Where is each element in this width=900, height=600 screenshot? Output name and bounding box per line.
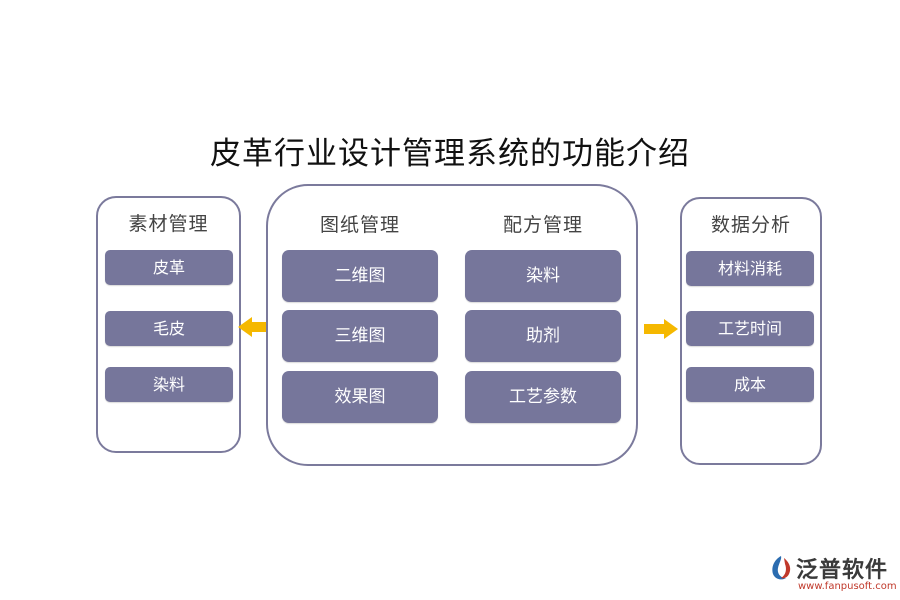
formula-heading: 配方管理: [502, 214, 583, 236]
analysis-item-material-consumption: 材料消耗: [686, 251, 814, 286]
drawing-item-3d: 三维图: [282, 310, 438, 362]
formula-item-dye: 染料: [465, 250, 621, 302]
arrow-left-icon: [238, 317, 272, 337]
formula-item-process-params: 工艺参数: [465, 371, 621, 423]
diagram-title: 皮革行业设计管理系统的功能介绍: [210, 136, 690, 172]
material-item-fur: 毛皮: [105, 311, 233, 346]
drawing-heading: 图纸管理: [319, 214, 400, 236]
materials-heading: 素材管理: [128, 213, 209, 235]
arrow-right-icon: [644, 319, 678, 339]
material-item-leather: 皮革: [105, 250, 233, 285]
analysis-heading: 数据分析: [710, 214, 791, 236]
logo-url: www.fanpusoft.com: [798, 581, 897, 592]
analysis-item-cost: 成本: [686, 367, 814, 402]
drawing-item-render: 效果图: [282, 371, 438, 423]
drawing-item-2d: 二维图: [282, 250, 438, 302]
formula-item-auxiliary: 助剂: [465, 310, 621, 362]
brand-logo: 泛普软件 www.fanpusoft.com: [768, 552, 897, 596]
logo-name: 泛普软件: [796, 558, 889, 583]
material-item-dye: 染料: [105, 367, 233, 402]
logo-mark-icon: [772, 556, 791, 580]
analysis-item-process-time: 工艺时间: [686, 311, 814, 346]
